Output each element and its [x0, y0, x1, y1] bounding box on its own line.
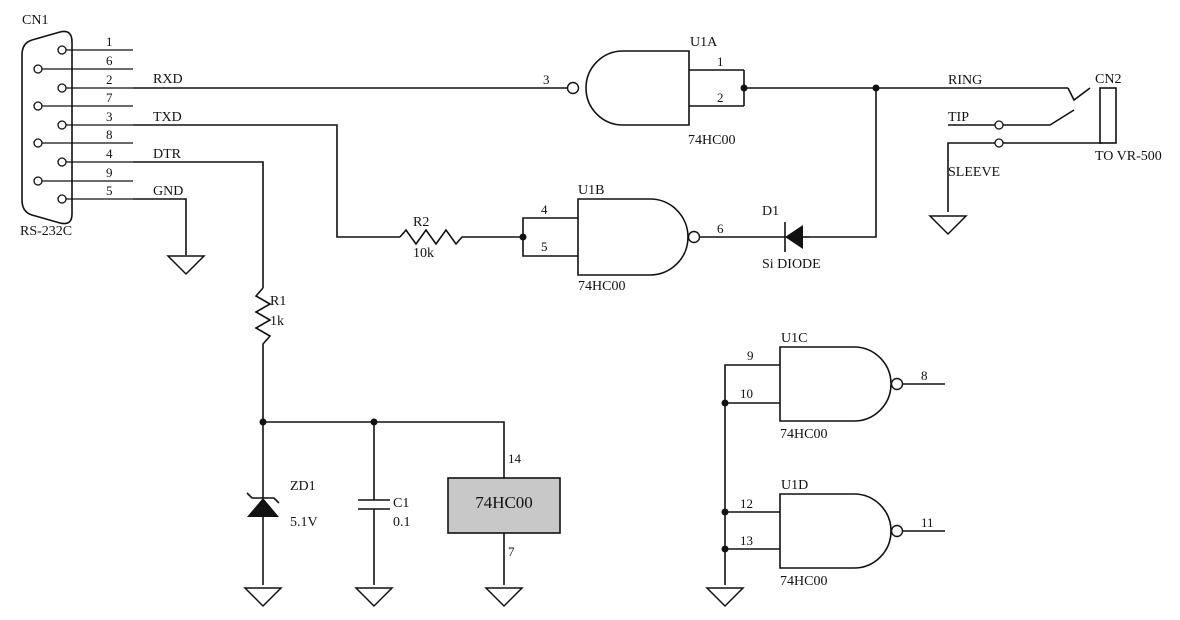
ground-symbol	[484, 587, 524, 608]
r1-ref: R1	[270, 294, 286, 309]
u1a-pin-in2: 2	[717, 90, 724, 105]
cn2-ring: RING	[948, 73, 982, 88]
zd1-ref: ZD1	[290, 479, 316, 494]
ic-power-block: 74HC00 14 7	[447, 451, 561, 585]
cn2-tip: TIP	[948, 110, 969, 125]
resistor-r1: R1 1k	[254, 287, 286, 422]
junction-dot	[721, 399, 729, 407]
c1-value: 0.1	[393, 515, 411, 530]
gate-u1a: U1A 74HC00 3 1 2	[543, 35, 745, 148]
unused-gate-inputs	[724, 364, 780, 585]
u1d-pin-in2: 13	[740, 533, 753, 548]
ground-symbol	[705, 587, 745, 608]
u1a-pin-in1: 1	[717, 54, 724, 69]
u1a-pin-out: 3	[543, 72, 550, 87]
c1-ref: C1	[393, 496, 409, 511]
ic-part: 74HC00	[475, 493, 533, 512]
u1d-part: 74HC00	[780, 574, 827, 589]
r2-value: 10k	[413, 246, 434, 261]
u1a-part: 74HC00	[688, 133, 735, 148]
cn1-connector: CN1 RS-232C 1 6 2 7 3 8 4 9 5 RXD TXD	[20, 13, 183, 239]
u1b-pin-in1: 4	[541, 202, 548, 217]
ground-symbol	[354, 587, 394, 608]
d1-value: Si DIODE	[762, 257, 821, 272]
u1b-part: 74HC00	[578, 279, 625, 294]
signal-gnd: GND	[153, 184, 183, 199]
gate-u1c: U1C 74HC00 9 10 8	[740, 331, 945, 442]
supply-rail	[263, 421, 505, 478]
cn1-pin-5: 5	[106, 183, 113, 198]
cn1-pin-4: 4	[106, 146, 113, 161]
u1c-part: 74HC00	[780, 427, 827, 442]
cn1-ref: CN1	[22, 13, 48, 28]
ground-symbol	[166, 255, 206, 276]
cn2-sleeve: SLEEVE	[948, 165, 1000, 180]
junction-dot	[721, 545, 729, 553]
r2-ref: R2	[413, 215, 429, 230]
gate-u1b: U1B 74HC00 4 5 6	[522, 183, 785, 294]
cn1-pin-6: 6	[106, 53, 113, 68]
u1c-pin-out: 8	[921, 368, 928, 383]
cn1-pin-7: 7	[106, 90, 113, 105]
signal-dtr: DTR	[153, 147, 182, 162]
r1-value: 1k	[270, 314, 284, 329]
gate-u1d: U1D 74HC00 12 13 11	[740, 478, 945, 589]
cn1-pin-3: 3	[106, 109, 113, 124]
u1c-ref: U1C	[781, 331, 807, 346]
capacitor-c1: C1 0.1	[358, 422, 411, 585]
u1d-ref: U1D	[781, 478, 808, 493]
ic-gnd-pin: 7	[508, 544, 515, 559]
zener-zd1: ZD1 5.1V	[246, 422, 318, 585]
cn1-wiring	[133, 87, 567, 288]
cn1-pin-2: 2	[106, 72, 113, 87]
u1d-pin-out: 11	[921, 515, 934, 530]
ground-symbol	[243, 587, 283, 608]
cn2-ref: CN2	[1095, 72, 1121, 87]
cn1-pin-9: 9	[106, 165, 113, 180]
u1c-pin-in2: 10	[740, 386, 753, 401]
u1b-ref: U1B	[578, 183, 604, 198]
cn1-pin-1: 1	[106, 34, 113, 49]
u1d-pin-in1: 12	[740, 496, 753, 511]
junction-dot	[721, 508, 729, 516]
ic-vcc-pin: 14	[508, 451, 522, 466]
diode-d1: D1 Si DIODE	[762, 204, 821, 272]
resistor-r2: R2 10k	[399, 215, 523, 261]
cn1-pin-8: 8	[106, 127, 113, 142]
u1a-ref: U1A	[690, 35, 718, 50]
d1-ref: D1	[762, 204, 779, 219]
cn1-name: RS-232C	[20, 224, 72, 239]
u1b-pin-in2: 5	[541, 239, 548, 254]
cn2-connector: CN2 RING TIP SLEEVE TO VR-500	[947, 72, 1162, 212]
u1b-pin-out: 6	[717, 221, 724, 236]
cn2-note: TO VR-500	[1095, 149, 1162, 164]
zd1-value: 5.1V	[290, 515, 318, 530]
ground-symbol	[928, 215, 968, 236]
diode-return-wire	[810, 88, 877, 238]
signal-rxd: RXD	[153, 72, 183, 87]
u1c-pin-in1: 9	[747, 348, 754, 363]
signal-txd: TXD	[153, 110, 182, 125]
